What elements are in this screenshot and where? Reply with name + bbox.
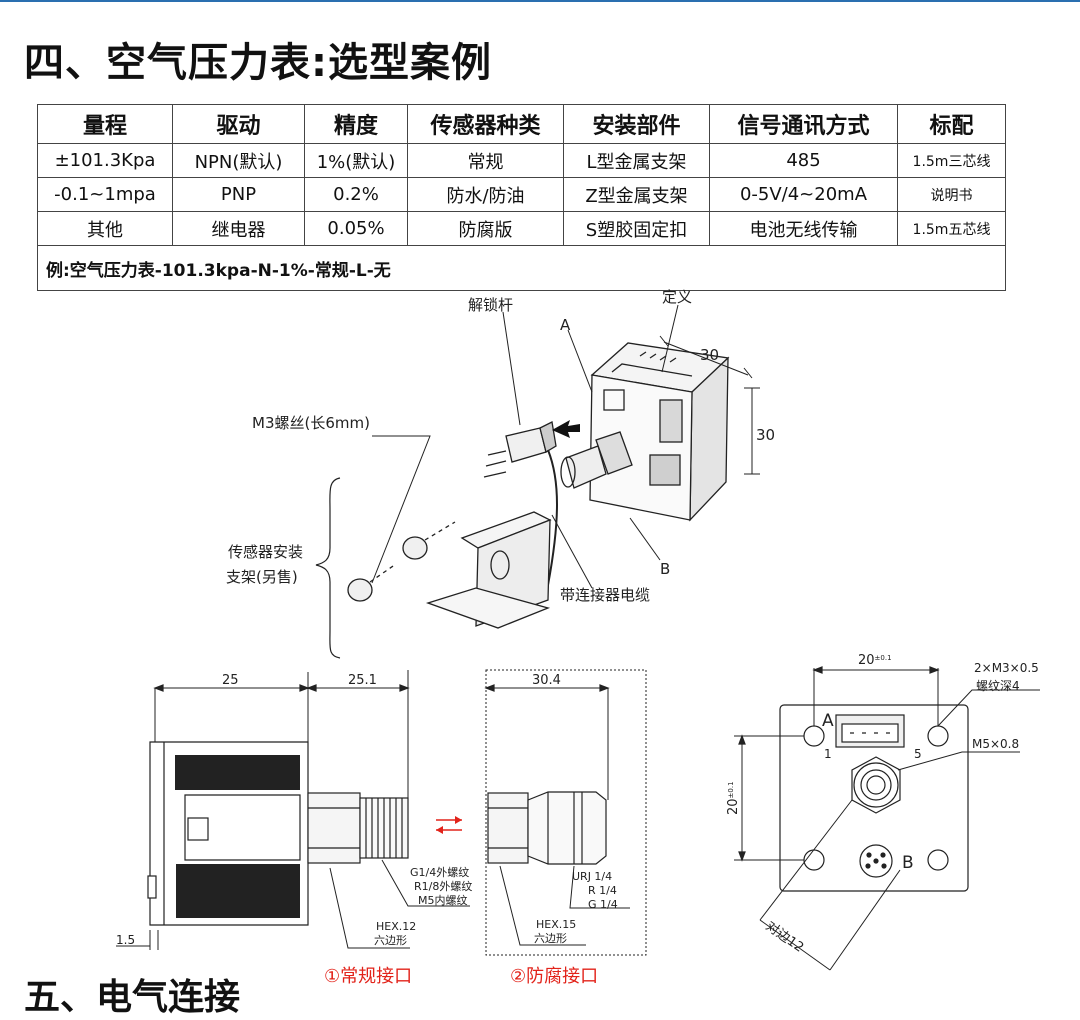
- label-bracket-line1: 传感器安装: [228, 543, 303, 561]
- hex12-shape: 六边形: [374, 934, 407, 947]
- front-label-b: B: [902, 853, 914, 873]
- table-cell: -0.1~1mpa: [37, 177, 173, 212]
- table-cell: Z型金属支架: [563, 177, 710, 212]
- label-bracket-line2: 支架(另售): [226, 568, 298, 586]
- m3-screws: [347, 521, 456, 602]
- port-normal-caption: ①常规接口: [324, 966, 412, 987]
- label-cable: 带连接器电缆: [560, 586, 650, 604]
- page-title: 四、空气压力表:选型案例: [24, 40, 492, 86]
- front-across-flats: 对边12: [763, 919, 806, 956]
- thread-g14-ext: G1/4外螺纹: [410, 865, 469, 879]
- front-m5-label: M5×0.8: [972, 737, 1019, 751]
- front-m3-label: 2×M3×0.5: [974, 661, 1039, 675]
- selection-table: 量程 驱动 精度 传感器种类 安装部件 信号通讯方式 标配 ±101.3Kpa …: [37, 104, 1006, 291]
- selection-example: 例:空气压力表-101.3kpa-N-1%-常规-L-无: [37, 245, 1006, 291]
- table-cell: 说明书: [897, 177, 1006, 212]
- table-cell: 防水/防油: [407, 177, 564, 212]
- technical-drawings: 解锁杆 A 定义 30 30 M3螺丝(长6mm) 传感器安装 支架(另售) B…: [116, 288, 1040, 987]
- table-cell: 485: [709, 143, 898, 178]
- table-row: ±101.3Kpa NPN(默认) 1%(默认) 常规 L型金属支架 485 1…: [37, 143, 1006, 178]
- table-cell: 电池无线传输: [709, 211, 898, 246]
- hex15-label: HEX.15: [536, 918, 576, 931]
- next-section-title: 五、电气连接: [24, 977, 241, 1018]
- dim-30-4: 30.4: [532, 673, 561, 688]
- table-row: 其他 继电器 0.05% 防腐版 S塑胶固定扣 电池无线传输 1.5m五芯线: [37, 211, 1006, 246]
- mounting-bracket: [425, 511, 552, 629]
- header-range: 量程: [37, 104, 173, 144]
- r14-label: R 1/4: [588, 884, 617, 897]
- thread-r18-ext: R1/8外螺纹: [414, 879, 472, 893]
- dim-25: 25: [222, 673, 239, 688]
- urj-label: URJ 1/4: [572, 870, 612, 883]
- dim-30-side: 30: [756, 426, 775, 444]
- table-cell: 1.5m三芯线: [897, 143, 1006, 178]
- table-cell: L型金属支架: [563, 143, 710, 178]
- connector-plug: [483, 421, 557, 478]
- table-cell: 其他: [37, 211, 173, 246]
- hex15-shape: 六边形: [534, 932, 567, 945]
- table-example-row: 例:空气压力表-101.3kpa-N-1%-常规-L-无: [37, 245, 1006, 291]
- label-unlock-lever: 解锁杆: [468, 296, 513, 314]
- dim-25-1: 25.1: [348, 673, 377, 688]
- front-dim-20: 20±0.1: [858, 653, 892, 668]
- header-standard: 标配: [897, 104, 1006, 144]
- table-cell: 0.05%: [304, 211, 408, 246]
- dim-1-5: 1.5: [116, 933, 135, 947]
- table-cell: 常规: [407, 143, 564, 178]
- label-b-exploded: B: [660, 560, 670, 578]
- dim-30-top: 30: [700, 346, 719, 364]
- hex12-label: HEX.12: [376, 920, 416, 933]
- port-anticorrosion-caption: ②防腐接口: [510, 966, 598, 987]
- table-row: -0.1~1mpa PNP 0.2% 防水/防油 Z型金属支架 0-5V/4~2…: [37, 177, 1006, 212]
- pressure-fitting: [560, 431, 633, 489]
- front-label-5: 5: [914, 747, 922, 761]
- thread-m5-int: M5内螺纹: [418, 893, 468, 907]
- table-cell: S塑胶固定扣: [563, 211, 710, 246]
- table-cell: 1%(默认): [304, 143, 408, 178]
- table-cell: 继电器: [172, 211, 305, 246]
- label-m3-screw: M3螺丝(长6mm): [252, 414, 370, 432]
- side-view: [116, 669, 647, 956]
- front-view: [734, 666, 1040, 971]
- insert-arrow-icon: [552, 420, 580, 438]
- sensor-body: [589, 342, 730, 522]
- exploded-assembly: [315, 304, 760, 659]
- top-rule: [0, 0, 1080, 2]
- table-cell: 防腐版: [407, 211, 564, 246]
- g14-label: G 1/4: [588, 898, 618, 911]
- table-cell: ±101.3Kpa: [37, 143, 173, 178]
- table-cell: NPN(默认): [172, 143, 305, 178]
- label-definition: 定义: [662, 288, 692, 306]
- table-cell: 0-5V/4~20mA: [709, 177, 898, 212]
- cable: [547, 449, 558, 586]
- label-a-exploded: A: [560, 316, 571, 334]
- front-label-a: A: [822, 711, 834, 731]
- front-dim-20-vertical: 20±0.1: [726, 781, 741, 815]
- table-header-row: 量程 驱动 精度 传感器种类 安装部件 信号通讯方式 标配: [37, 104, 1006, 144]
- front-label-1: 1: [824, 747, 832, 761]
- front-m3-depth: 螺纹深4: [976, 679, 1020, 693]
- header-accuracy: 精度: [304, 104, 408, 144]
